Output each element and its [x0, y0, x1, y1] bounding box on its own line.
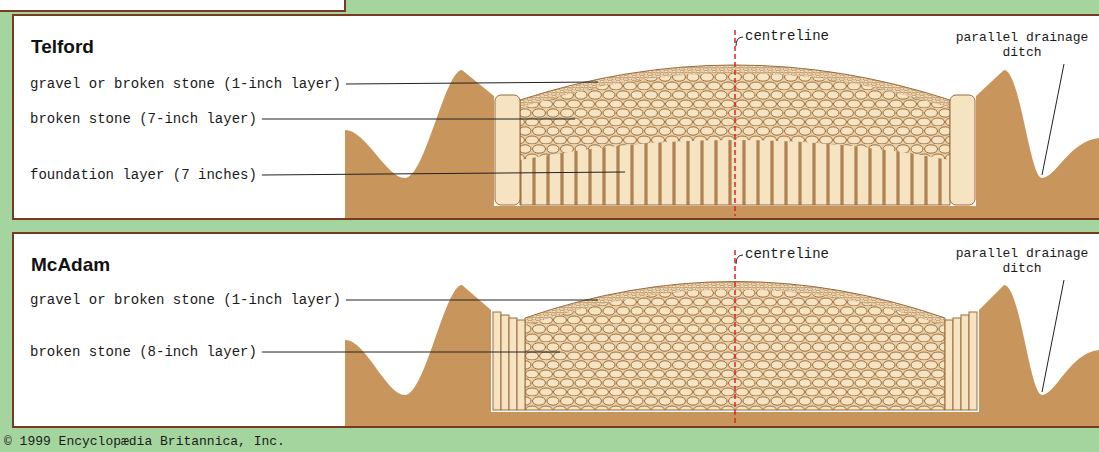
centreline-label: centreline [745, 28, 829, 44]
ditch-label: parallel drainage ditch [951, 246, 1093, 276]
leader-line [262, 352, 560, 353]
leader-line [346, 82, 598, 84]
leader-line [1042, 64, 1064, 175]
panel-ground [12, 14, 1099, 220]
layer-label: gravel or broken stone (1-inch layer) [30, 76, 341, 92]
panel-title: McAdam [31, 254, 110, 276]
panel-ground [12, 232, 1099, 428]
centreline-label: centreline [745, 246, 829, 262]
layer-label: broken stone (7-inch layer) [30, 111, 257, 127]
ditch-label: parallel drainage ditch [951, 30, 1093, 60]
centreline [734, 30, 736, 216]
leader-line [1042, 280, 1064, 392]
copyright-note: © 1999 Encyclopædia Britannica, Inc. [4, 434, 285, 449]
leader-line [262, 119, 575, 120]
leader-line [346, 300, 598, 301]
layer-label: foundation layer (7 inches) [30, 167, 257, 183]
layer-label: gravel or broken stone (1-inch layer) [30, 292, 341, 308]
mcadam-panel: McAdam [12, 232, 1099, 428]
leader-line [736, 255, 743, 264]
kerb-stone [495, 95, 520, 205]
centreline [734, 250, 736, 424]
panel-title: Telford [31, 36, 94, 58]
leader-line [262, 172, 625, 175]
panel-edge [0, 0, 345, 11]
leader-line [736, 37, 743, 46]
layer-label: broken stone (8-inch layer) [30, 344, 257, 360]
kerb-stone [950, 95, 975, 205]
